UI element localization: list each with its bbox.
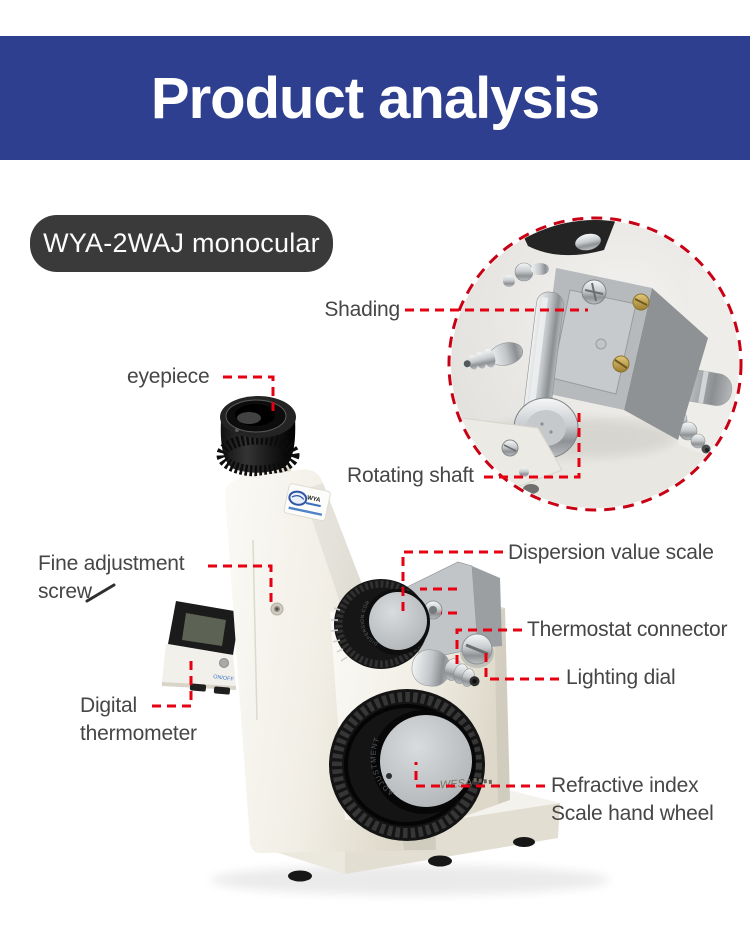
label-lighting-dial: Lighting dial xyxy=(566,666,676,689)
label-thermostat-connector: Thermostat connector xyxy=(527,618,728,641)
inset-metal-block xyxy=(540,268,708,440)
logo-sticker: WYA xyxy=(283,483,331,522)
leader-lighting-dial xyxy=(484,651,559,681)
label-dispersion-value-scale: Dispersion value scale xyxy=(508,541,714,564)
leader-dispersion-scale xyxy=(401,550,503,614)
leader-eyepiece xyxy=(223,375,275,414)
fine-adjustment-screw-hole xyxy=(270,602,284,616)
thermostat-fitting-lower xyxy=(411,649,480,687)
eyepiece-knob xyxy=(216,396,300,497)
label-digital-thermometer: Digital thermometer xyxy=(80,694,197,745)
page-title: Product analysis xyxy=(150,65,600,131)
digital-thermometer: ON/OFF xyxy=(85,583,240,695)
leader-digital-thermometer xyxy=(152,659,193,708)
inset-photo xyxy=(451,220,739,508)
leader-thermostat-connector xyxy=(455,628,522,669)
thermometer-switch-text: ON/OFF xyxy=(213,674,235,683)
refractive-index-wheel: ADJUSTMENT xyxy=(329,689,485,841)
inset-circle-border xyxy=(447,216,743,512)
svg-text:WESA: WESA xyxy=(440,777,473,791)
model-badge: WYA-2WAJ monocular xyxy=(30,215,333,272)
brand-text: WESA xyxy=(440,777,492,791)
inset-barb-left xyxy=(463,342,524,370)
label-shading: Shading xyxy=(324,298,400,321)
label-refractive-index: Refractive index Scale hand wheel xyxy=(551,774,714,825)
leader-refractive-index xyxy=(414,762,545,788)
leader-rotating-shaft xyxy=(484,408,581,479)
logo-text: WYA xyxy=(306,495,321,504)
label-fine-adjustment-screw: Fine adjustment screw xyxy=(38,552,185,603)
leader-fine-adjustment xyxy=(208,564,273,604)
label-eyepiece: eyepiece xyxy=(127,365,210,388)
title-banner: Product analysis xyxy=(0,36,750,160)
model-badge-label: WYA-2WAJ monocular xyxy=(43,228,320,258)
leader-lines xyxy=(152,308,588,788)
lighting-dial-knob xyxy=(460,633,494,668)
label-rotating-shaft: Rotating shaft xyxy=(347,464,474,487)
